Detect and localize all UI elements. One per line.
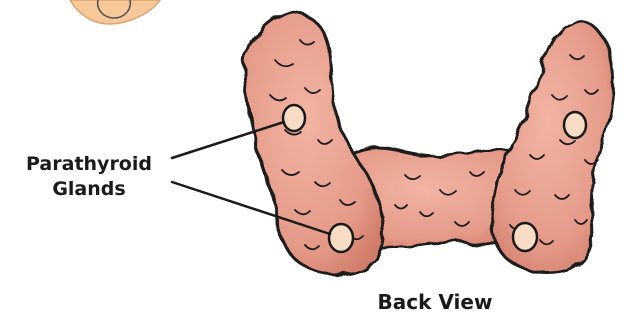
- parathyroid-gland-lower-right: [513, 223, 537, 251]
- view-caption: Back View: [360, 290, 510, 315]
- corner-orb-icon: [70, 0, 160, 24]
- thyroid-illustration: [244, 14, 614, 275]
- parathyroid-gland-upper-left: [283, 105, 305, 131]
- parathyroid-label-line2: Glands: [4, 177, 174, 202]
- thyroid-right-lobe: [492, 22, 614, 273]
- parathyroid-glands-label: Parathyroid Glands: [4, 152, 174, 202]
- parathyroid-gland-upper-right: [564, 112, 586, 138]
- parathyroid-gland-lower-left: [329, 224, 353, 252]
- parathyroid-label-line1: Parathyroid: [4, 152, 174, 177]
